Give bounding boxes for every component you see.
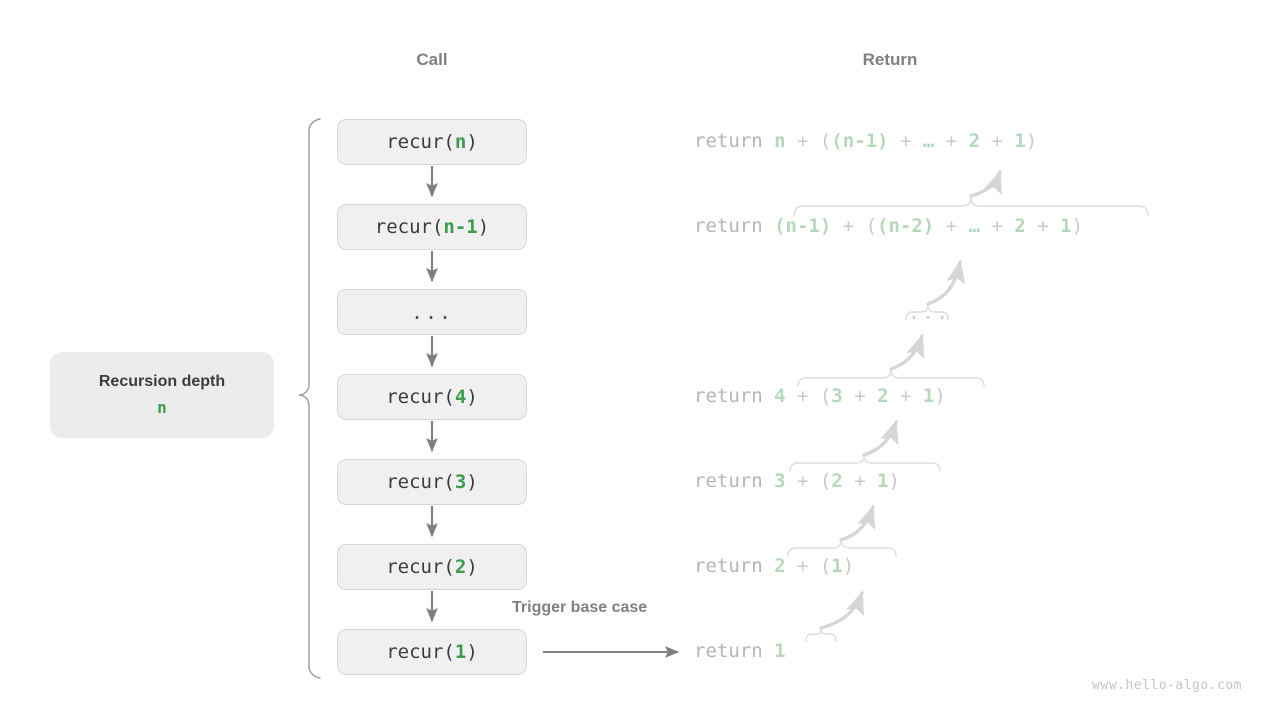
return-operator-token: + ( [785, 470, 832, 492]
return-operator-token: + [934, 130, 969, 152]
call-arg: 2 [454, 556, 467, 578]
return-arrow-2 [926, 259, 966, 306]
return-value-token: (n-1) [831, 130, 889, 152]
call-paren-close: ) [466, 556, 478, 578]
call-fn-name: recur( [374, 216, 444, 238]
return-keyword: return [694, 215, 775, 237]
return-operator-token: + ( [785, 385, 832, 407]
call-arg: 3 [454, 471, 467, 493]
column-header-return: Return [862, 50, 918, 69]
return-brace-5 [789, 455, 941, 472]
return-operator-token: + [1025, 215, 1061, 237]
call-paren-close: ) [466, 471, 478, 493]
return-value-token: 2 [1014, 215, 1026, 237]
call-paren-close: ) [466, 641, 478, 663]
return-line-1: return n + ((n-1) + … + 2 + 1) [694, 130, 1037, 152]
return-value-token: 1 [1060, 215, 1072, 237]
recursion-depth-panel: Recursion depth n [50, 352, 274, 438]
call-box-n: recur(n) [337, 119, 527, 165]
return-arrow-3 [889, 334, 925, 371]
return-operator-token: ) [888, 470, 900, 492]
return-operator-token: + ( [785, 555, 832, 577]
call-fn-name: recur( [386, 386, 455, 408]
return-line-4: return 4 + (3 + 2 + 1) [694, 385, 946, 407]
return-operator-token: + ( [831, 215, 878, 237]
return-operator-token: + [934, 215, 969, 237]
return-value-token: (n-2) [877, 215, 935, 237]
return-value-token: 1 [831, 555, 843, 577]
return-operator-token: + [888, 130, 923, 152]
return-value-token: 2 [774, 555, 786, 577]
call-paren-close: ) [477, 216, 490, 238]
return-value-token: … [968, 215, 981, 237]
return-keyword: return [694, 130, 775, 152]
return-value-token: 3 [774, 470, 786, 492]
return-keyword: return [694, 555, 775, 577]
call-box-4: recur(4) [337, 374, 527, 420]
return-value-token: 1 [877, 470, 889, 492]
recursion-depth-value: n [157, 398, 167, 417]
call-arg: 4 [454, 386, 467, 408]
call-box-2: recur(2) [337, 544, 527, 590]
return-brace-6 [787, 540, 897, 557]
return-arrow-6 [819, 591, 865, 630]
return-keyword: return [694, 640, 775, 662]
return-value-token: 2 [831, 470, 843, 492]
return-value-token: 3 [831, 385, 843, 407]
call-paren-close: ) [466, 386, 478, 408]
return-value-token: 1 [1014, 130, 1026, 152]
call-fn-name: recur( [386, 131, 455, 153]
call-arg: n-1 [443, 216, 478, 238]
return-value-token: 1 [774, 640, 786, 662]
return-value-token: 4 [774, 385, 786, 407]
call-box-1: recur(1) [337, 629, 527, 675]
return-operator-token: + ( [785, 130, 832, 152]
return-value-token: … [922, 130, 935, 152]
return-value-token: 2 [968, 130, 981, 152]
return-keyword: return [694, 385, 775, 407]
return-ellipsis: ... [908, 300, 951, 324]
return-arrow-4 [862, 420, 899, 457]
return-operator-token: + [842, 385, 878, 407]
watermark: www.hello-algo.com [1092, 678, 1242, 693]
return-operator-token: ) [1025, 130, 1038, 152]
return-value-token: 1 [922, 385, 935, 407]
return-value-token: n [774, 130, 786, 152]
return-value-token: (n-1) [774, 215, 832, 237]
return-operator-token: ) [842, 555, 855, 577]
return-operator-token: ) [934, 385, 946, 407]
call-fn-name: recur( [386, 641, 455, 663]
return-arrow-5 [839, 505, 876, 542]
return-line-5: return 3 + (2 + 1) [694, 470, 900, 492]
trigger-base-case-label: Trigger base case [512, 599, 648, 616]
return-operator-token: ) [1071, 215, 1084, 237]
call-box-3: recur(3) [337, 459, 527, 505]
return-value-token: 2 [877, 385, 889, 407]
call-box-ellipsis: ... [337, 289, 527, 335]
call-fn-name: recur( [386, 471, 455, 493]
return-arrow-1 [969, 170, 1002, 198]
recursion-depth-brace [298, 118, 321, 679]
return-operator-token: + [980, 130, 1015, 152]
column-header-call: Call [416, 50, 448, 69]
return-line-2: return (n-1) + ((n-2) + … + 2 + 1) [694, 215, 1083, 237]
return-brace-2 [793, 196, 1149, 217]
call-fn-name: recur( [386, 556, 455, 578]
return-line-7: return 1 [694, 640, 786, 662]
call-box-n-1: recur(n-1) [337, 204, 527, 250]
return-brace-4 [797, 369, 985, 387]
call-arg: 1 [454, 641, 467, 663]
call-paren-close: ) [466, 131, 478, 153]
return-operator-token: + [980, 215, 1015, 237]
return-brace-7 [805, 628, 837, 642]
return-operator-token: + [888, 385, 923, 407]
return-operator-token: + [842, 470, 878, 492]
return-line-6: return 2 + (1) [694, 555, 854, 577]
call-arg: n [454, 131, 467, 153]
return-keyword: return [694, 470, 775, 492]
recursion-depth-title: Recursion depth [98, 373, 226, 390]
